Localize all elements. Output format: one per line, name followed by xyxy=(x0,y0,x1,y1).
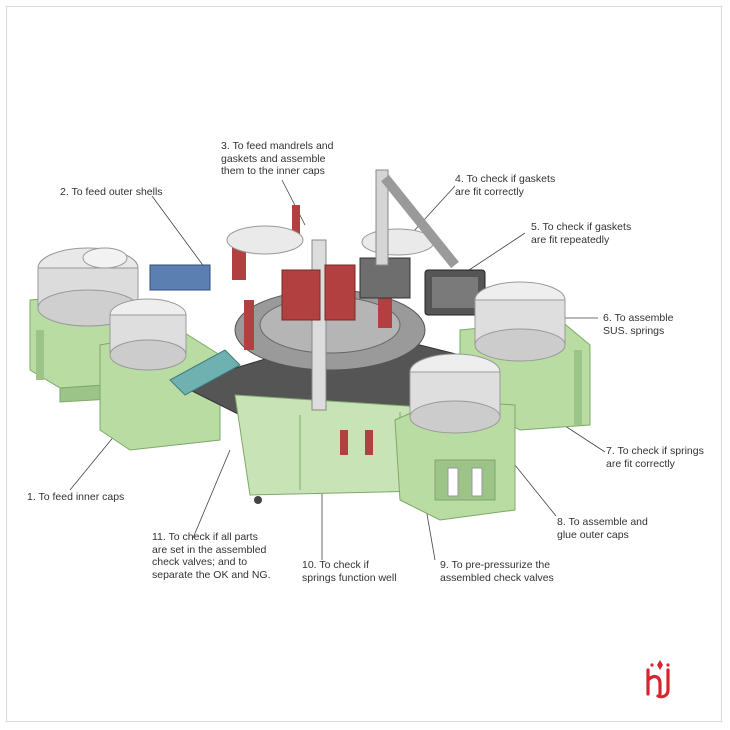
right-feeder xyxy=(459,281,591,431)
label-feed-inner-caps: 1. To feed inner caps xyxy=(27,491,125,503)
label-check-gaskets-fit: 4. To check if gaskets are fit correctly xyxy=(455,173,556,198)
label-check-springs-function: 10. To check if springs function well xyxy=(302,559,397,584)
monitor-arm xyxy=(375,169,486,316)
label-assemble-sus-springs: 6. To assemble SUS. springs xyxy=(603,312,674,337)
label-feed-outer-shells: 2. To feed outer shells xyxy=(60,186,163,198)
label-check-parts-separate: 11. To check if all parts are set in the… xyxy=(152,531,271,581)
rear-feeders xyxy=(226,225,435,256)
label-check-gaskets-repeatedly: 5. To check if gaskets are fit repeatedl… xyxy=(531,221,632,246)
front-right-feeder xyxy=(394,353,516,521)
label-check-springs-fit: 7. To check if springs are fit correctly xyxy=(606,445,704,470)
label-feed-mandrels-gaskets: 3. To feed mandrels and gaskets and asse… xyxy=(221,140,334,177)
label-pre-pressurize: 9. To pre-pressurize the assembled check… xyxy=(440,559,554,584)
rotary-dial xyxy=(149,205,426,411)
hj-logo-icon xyxy=(646,660,670,699)
left-front-feeder xyxy=(99,298,221,451)
output-chute xyxy=(169,349,241,396)
label-assemble-glue-outer-caps: 8. To assemble and glue outer caps xyxy=(557,516,648,541)
image-border xyxy=(6,6,722,722)
